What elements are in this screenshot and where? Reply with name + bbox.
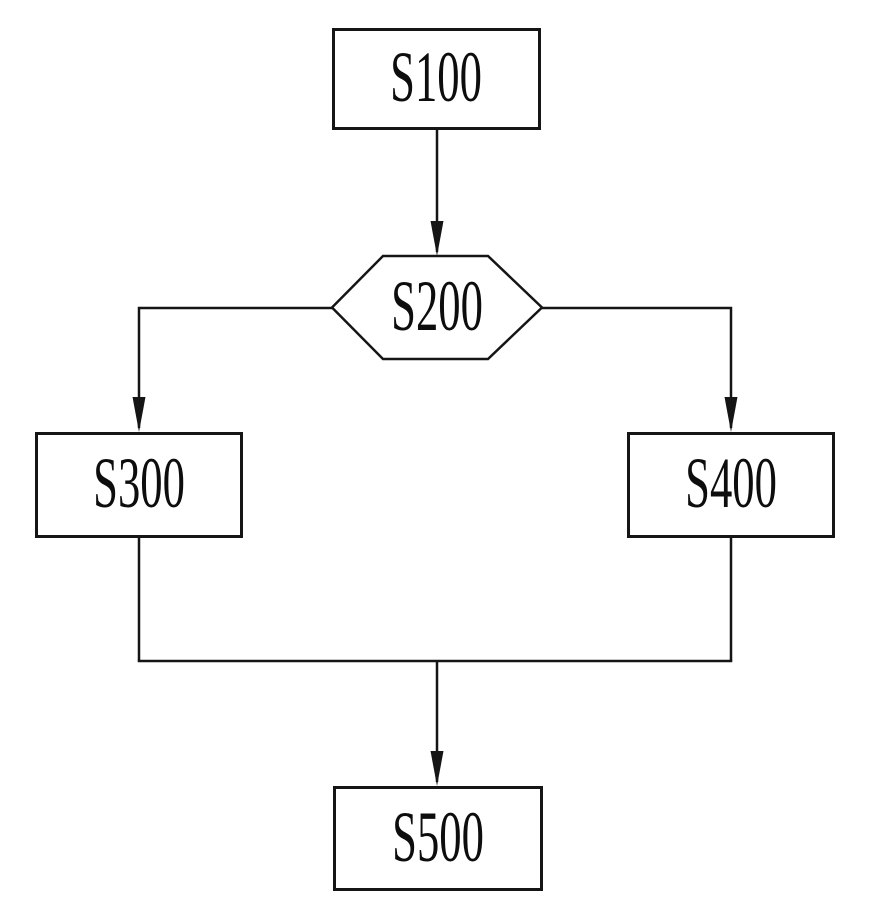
- arrowhead-s400: [724, 397, 738, 432]
- node-s500-label: S500: [392, 796, 484, 877]
- arrowhead-s300: [132, 397, 146, 432]
- edge-s200-s400: [542, 306, 733, 428]
- arrowhead-s500: [430, 751, 444, 786]
- node-s100: S100: [332, 28, 541, 130]
- node-s400: S400: [627, 432, 835, 538]
- node-s300: S300: [35, 432, 243, 538]
- arrowhead-s200: [430, 221, 444, 256]
- node-s400-label: S400: [685, 443, 777, 523]
- node-s100-label: S100: [390, 37, 483, 117]
- edge-s200-s300: [137, 306, 332, 428]
- node-s500: S500: [333, 786, 543, 891]
- node-s200-hexagon-shape: [330, 254, 544, 361]
- node-s300-label: S300: [93, 443, 185, 523]
